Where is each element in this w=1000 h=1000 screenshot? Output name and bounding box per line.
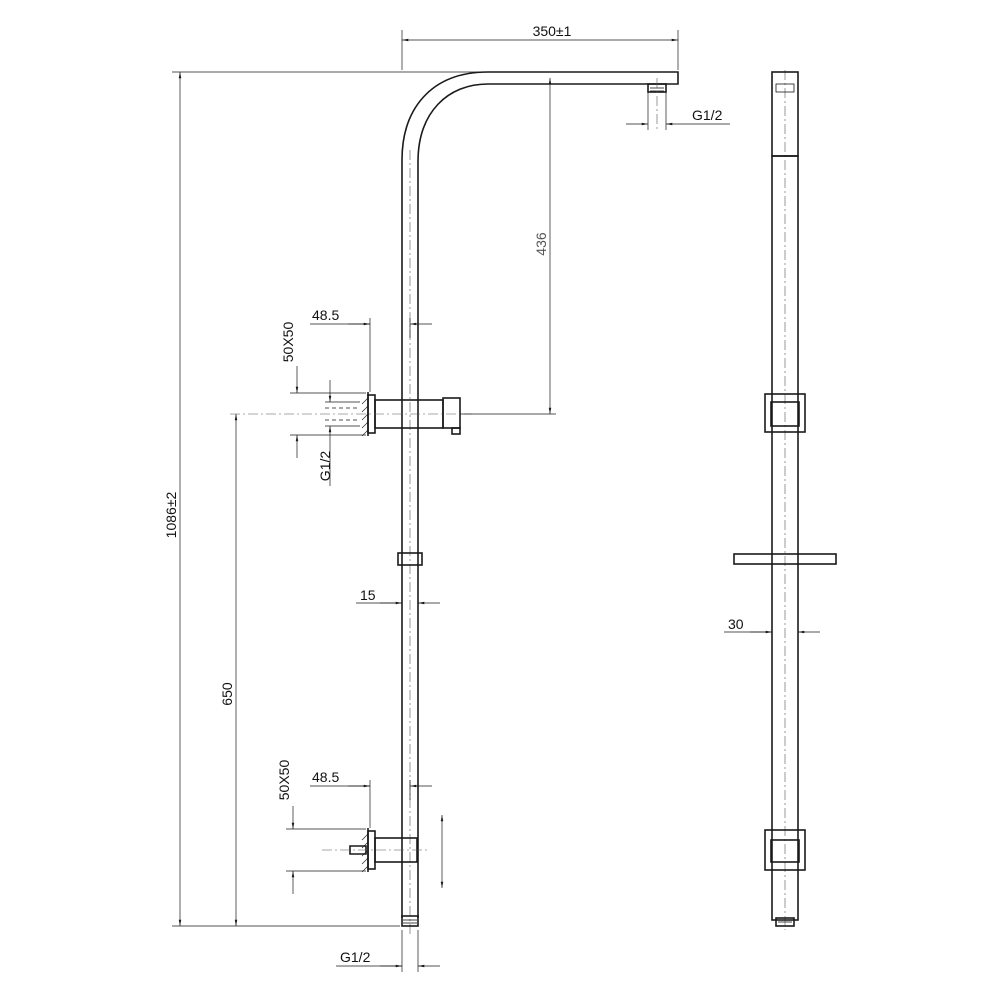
inlet-thread-bottom-label: G1/2 <box>340 949 371 965</box>
dimension-bracket-size-upper: 50X50 <box>280 322 366 458</box>
wall-hatch-lower <box>361 833 369 873</box>
dimension-inlet-thread-upper: G1/2 <box>317 380 333 486</box>
side-view: 30 <box>724 70 837 930</box>
dimension-width-overall: 350±1 <box>401 23 679 70</box>
tube-width-side-label: 30 <box>728 616 744 632</box>
bracket-offset-upper-label: 48.5 <box>312 307 339 323</box>
dimension-inlet-thread-bottom: G1/2 <box>336 930 440 972</box>
drop-to-diverter-label: 436 <box>533 232 549 256</box>
dimension-bracket-size-lower: 50X50 <box>276 760 366 894</box>
slider-shelf <box>733 553 837 565</box>
dimension-height-overall: 1086±2 <box>163 71 548 927</box>
outlet-thread-top-label: G1/2 <box>692 107 723 123</box>
inlet-thread-upper-label: G1/2 <box>317 451 333 482</box>
bracket-size-upper-label: 50X50 <box>280 322 296 363</box>
tube-diameter-front-label: 15 <box>360 587 376 603</box>
height-overall-label: 1086±2 <box>163 491 179 538</box>
slider-clamp <box>397 552 423 566</box>
upper-diverter-bracket <box>230 392 472 437</box>
lower-bracket <box>322 815 444 888</box>
dimension-inlet-height: 650 <box>219 414 238 926</box>
front-view: 350±1 1086±2 436 G1/2 <box>163 23 730 972</box>
side-view-tube <box>771 155 799 921</box>
dimension-tube-diameter-front: 15 <box>356 587 440 605</box>
riser-pipe-and-shower-arm <box>401 71 679 918</box>
bracket-offset-lower-label: 48.5 <box>312 769 339 785</box>
inlet-height-label: 650 <box>219 682 235 706</box>
dimension-outlet-thread-top: G1/2 <box>626 92 730 130</box>
width-overall-label: 350±1 <box>533 23 572 39</box>
shower-head-outlet-fitting <box>647 78 667 132</box>
bottom-inlet-fitting <box>401 915 419 927</box>
dimension-bracket-offset-lower: 48.5 <box>310 769 432 828</box>
bracket-size-lower-label: 50X50 <box>276 760 292 801</box>
wall-hatch-upper <box>361 397 369 437</box>
dimension-drop-to-diverter: 436 <box>460 78 556 415</box>
dimension-bracket-offset-upper: 48.5 <box>310 307 432 392</box>
dimension-tube-width-side: 30 <box>724 616 820 634</box>
